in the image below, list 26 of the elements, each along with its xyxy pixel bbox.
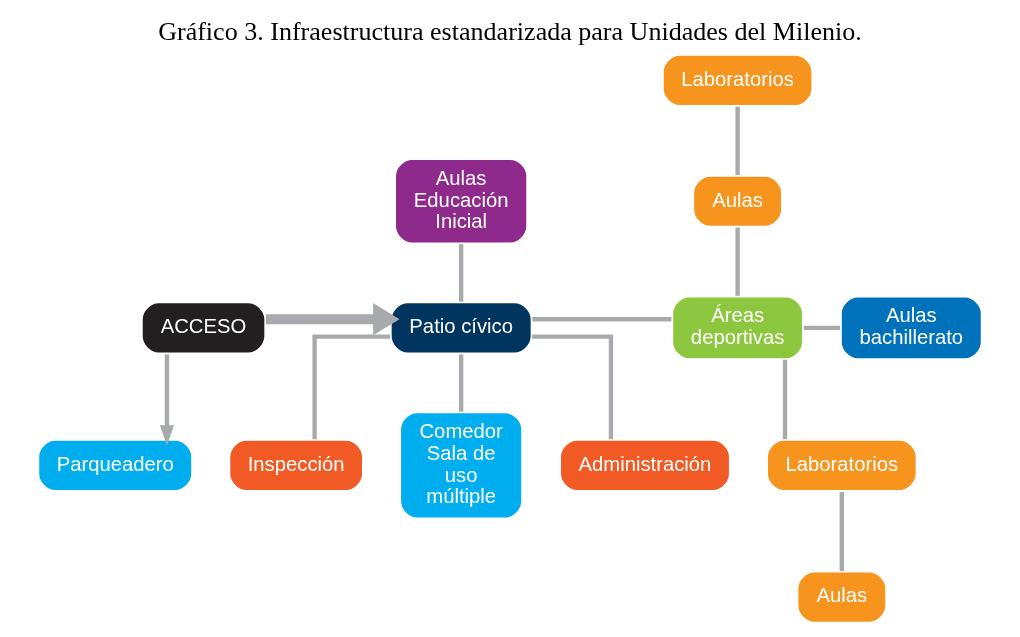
connector: [803, 325, 841, 331]
node-box: Comedor Sala de uso múltiple: [398, 410, 525, 521]
connector: [839, 492, 844, 571]
arrow: [265, 303, 400, 336]
connector: [735, 106, 740, 176]
node-box: Parqueadero: [36, 437, 195, 493]
node-box: Laboratorios: [660, 52, 815, 108]
connector: [458, 244, 464, 302]
diagram-title: Gráfico 3. Infraestructura estandarizada para Unidades del Milenio.: [158, 17, 862, 47]
node-box: Inspección: [227, 437, 365, 493]
node-box: Laboratorios: [765, 437, 919, 493]
connector: [735, 227, 740, 296]
node-box: Administración: [558, 437, 732, 493]
node-box: Aulas bachillerato: [838, 294, 984, 362]
node-box: Aulas Educación Inicial: [393, 157, 530, 246]
node-box: Áreas deportivas: [670, 294, 805, 362]
arrow: [159, 354, 175, 446]
connector: [458, 354, 464, 412]
node-box: Aulas: [691, 173, 784, 229]
node-box: ACCESO: [139, 300, 268, 356]
node-box: Patio cívico: [388, 300, 534, 356]
connector: [532, 334, 614, 440]
connector: [532, 317, 672, 322]
connector: [312, 334, 391, 440]
node-box: Aulas: [795, 569, 889, 625]
connector: [782, 359, 788, 440]
